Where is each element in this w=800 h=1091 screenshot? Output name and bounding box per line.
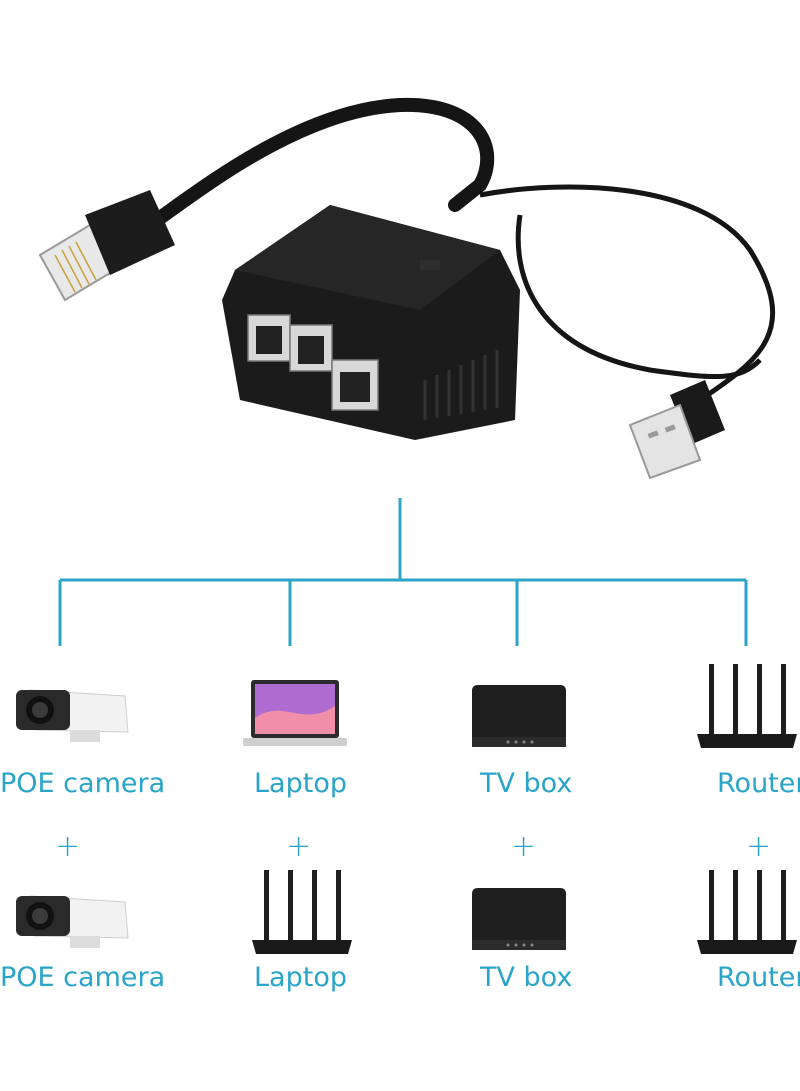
device-label-router: Router: [717, 962, 800, 993]
device-label-tv-box: TV box: [480, 768, 573, 799]
ethernet-port-icon: [289, 324, 333, 372]
device-label-laptop: Laptop: [254, 962, 347, 993]
tv-box-icon: [472, 685, 566, 747]
plus-sign: +: [55, 829, 81, 864]
rj45-plug-icon: [38, 190, 175, 302]
poe-camera-icon: [16, 689, 129, 742]
device-label-router: Router: [717, 768, 800, 799]
device-label-poe-camera: POE camera: [0, 768, 166, 799]
ethernet-splitter-product-image: [38, 97, 776, 480]
ethernet-port-icon: [331, 359, 379, 411]
poe-camera-icon: [16, 895, 129, 948]
device-label-tv-box: TV box: [480, 962, 573, 993]
router-icon: [697, 664, 797, 748]
tv-box-icon: [472, 888, 566, 950]
splitter-body: [222, 205, 520, 440]
device-label-laptop: Laptop: [254, 768, 347, 799]
router-icon: [252, 870, 352, 954]
plus-sign: +: [746, 829, 772, 864]
connection-tree: [58, 498, 748, 646]
router-icon: [697, 870, 797, 954]
usb-plug-icon: [628, 380, 725, 480]
plus-sign: +: [286, 829, 312, 864]
ethernet-port-icon: [247, 314, 291, 362]
laptop-icon: [243, 680, 347, 746]
plus-sign: +: [511, 829, 537, 864]
device-label-poe-camera: POE camera: [0, 962, 166, 993]
